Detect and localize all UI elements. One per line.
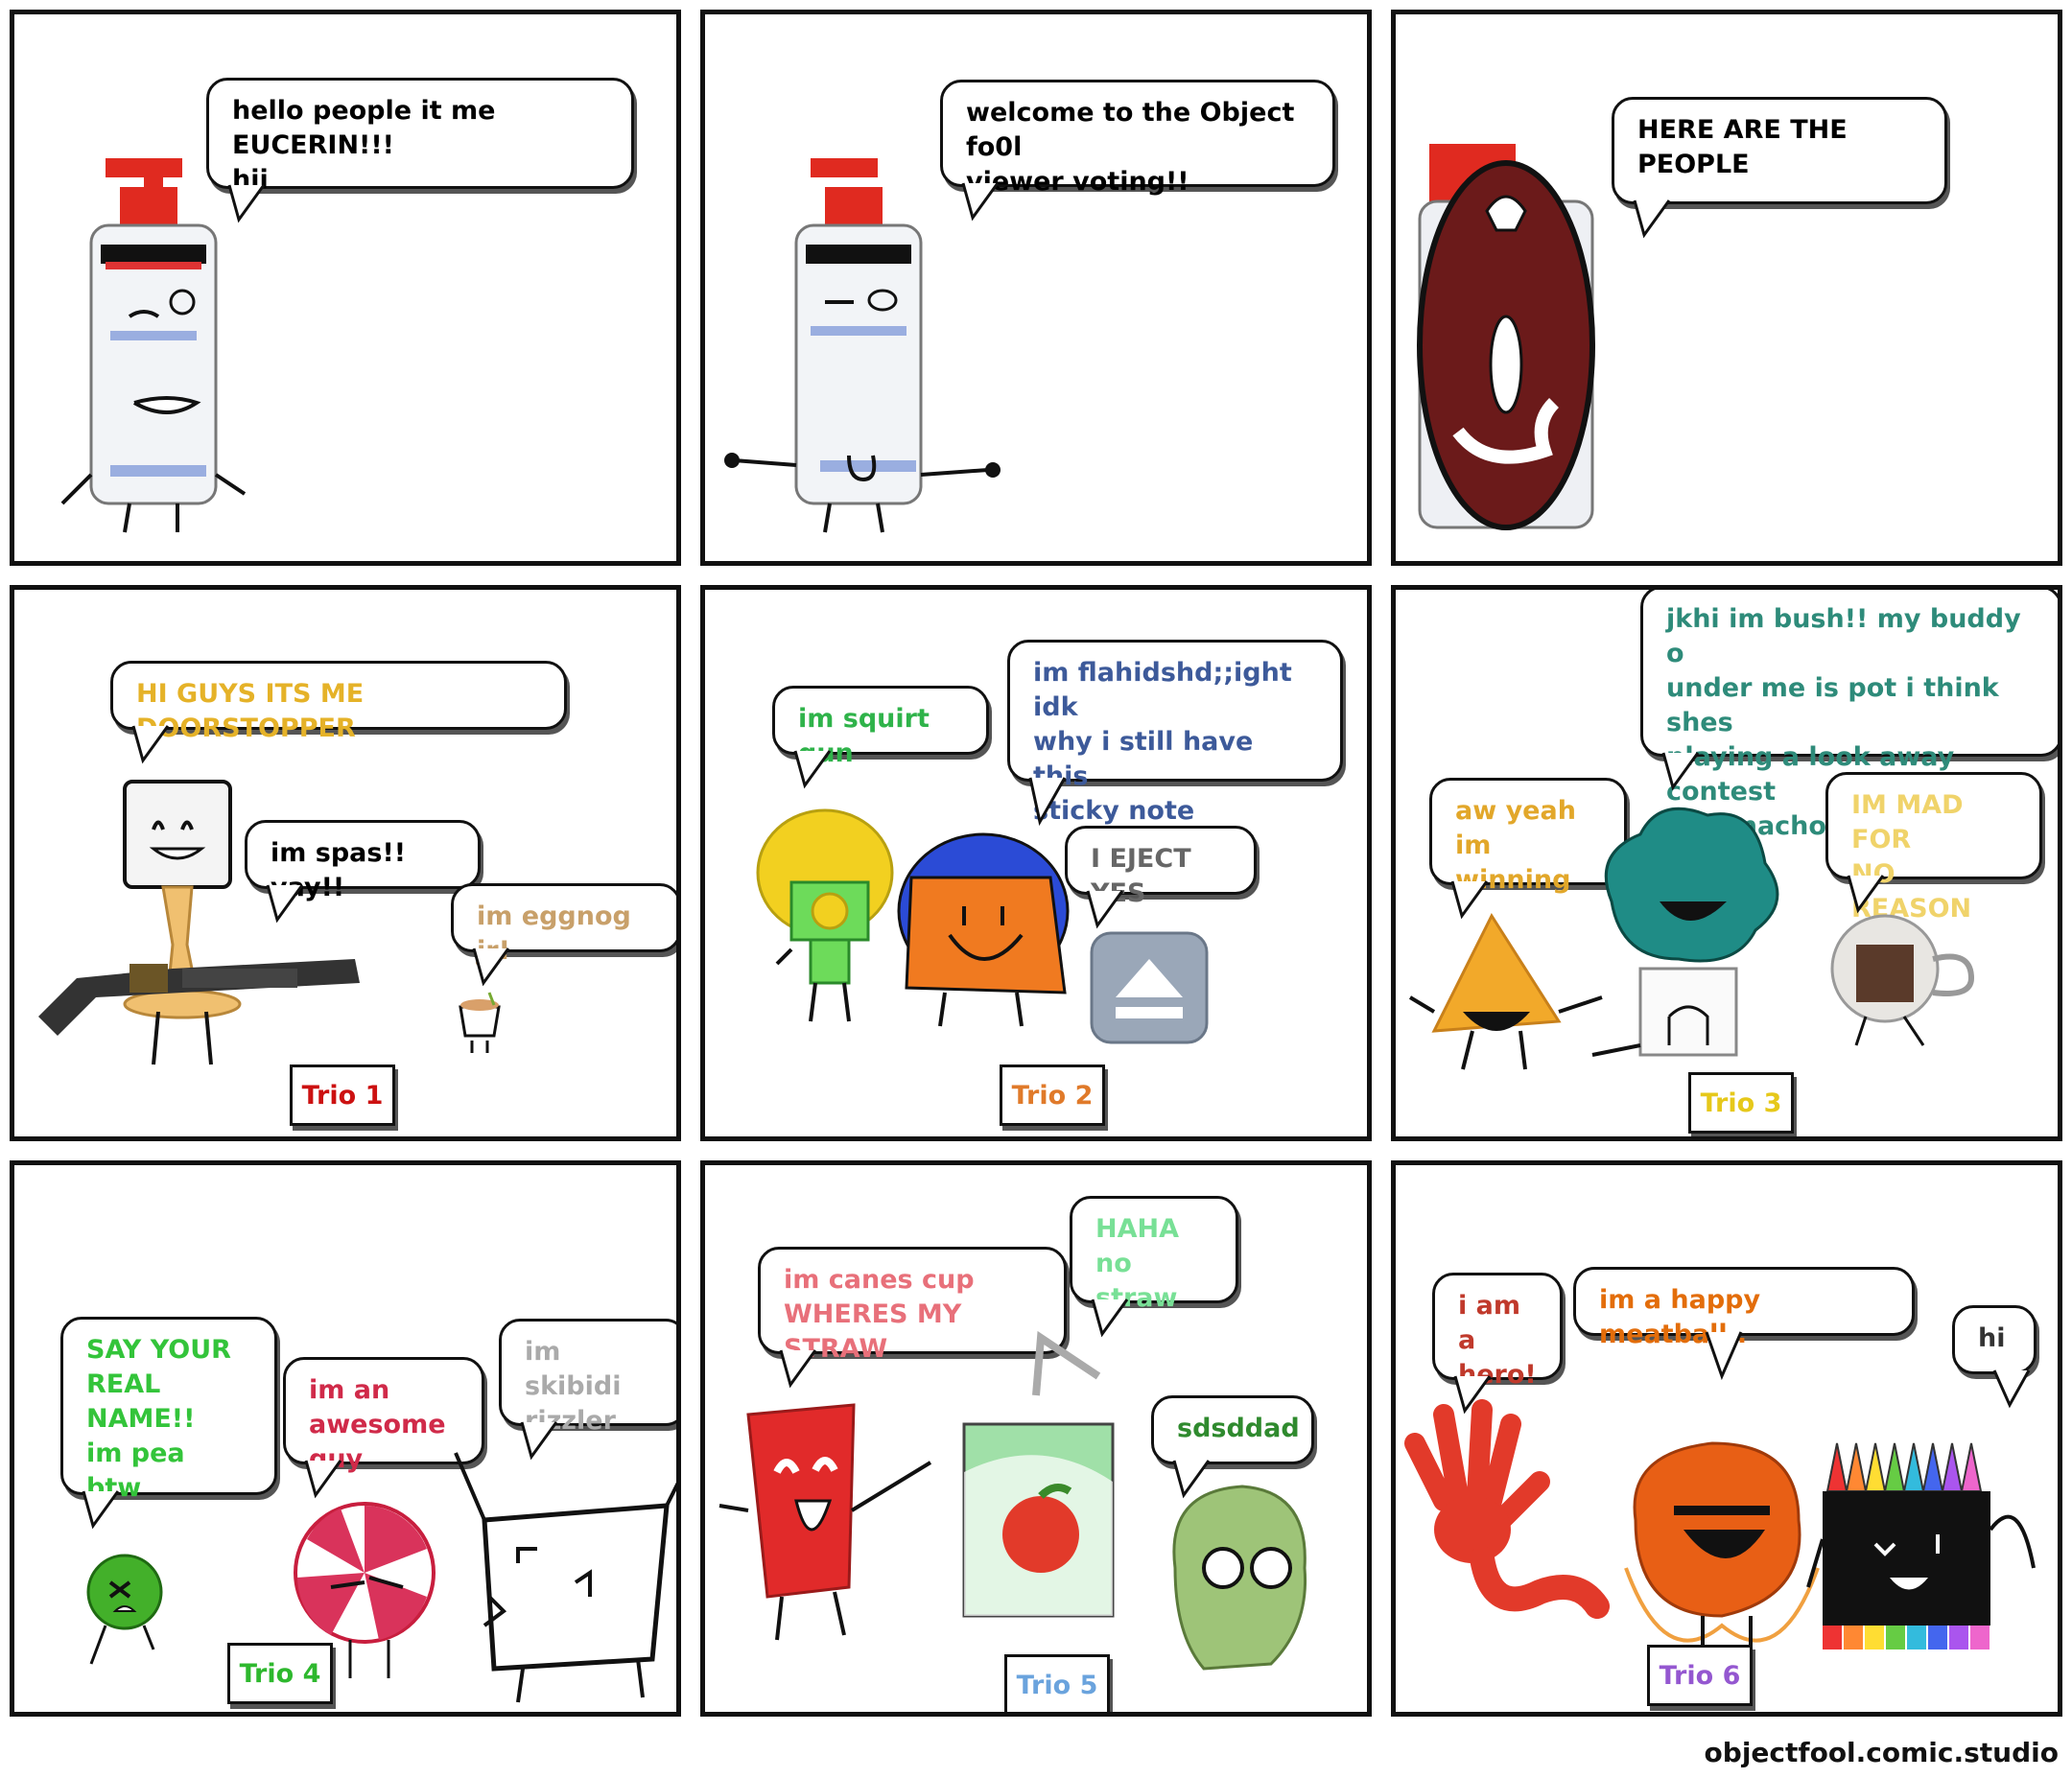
bubble-tail <box>227 184 266 223</box>
bubble-tail <box>1086 890 1124 929</box>
bubble-tail <box>1847 875 1885 914</box>
speech-bubble-coffee: IM MAD FOR NO REASON <box>1825 772 2042 924</box>
speech-bubble-eucerin-welcome: welcome to the Object fo0l viewer voting… <box>940 80 1335 197</box>
speech-bubble-crayons: hi <box>1952 1305 2037 1374</box>
trio-5-label: Trio 5 <box>1004 1654 1110 1712</box>
panel-trio-1: HI GUYS ITS ME DOORSTOPPER im spas!! yay… <box>10 585 681 1141</box>
panel-trio-3: jkhi im bush!! my buddy o under me is po… <box>1391 585 2062 1141</box>
speech-bubble-candy: im an awesome guy <box>283 1357 484 1474</box>
speech-bubble-eggnog: im eggnog jr! <box>451 883 676 966</box>
coffee-cup-icon <box>1830 914 1975 1046</box>
doorstopper-icon <box>123 780 242 1065</box>
bubble-tail <box>961 182 1000 222</box>
speech-bubble-sticky-note: im flahidshd;;ight idk why i still have … <box>1007 640 1343 826</box>
trio-6-label: Trio 6 <box>1647 1645 1753 1706</box>
eucerin-scream-icon <box>1417 144 1595 530</box>
speech-bubble-spas: im spas!! yay!! <box>245 820 481 902</box>
speech-bubble-hand: i am a hero! <box>1432 1273 1563 1390</box>
apple-juice-box-icon <box>962 1330 1115 1618</box>
trio-3-label: Trio 3 <box>1688 1072 1794 1134</box>
speech-bubble-cup: im canes cup WHERES MY STRAW <box>758 1247 1067 1364</box>
crayon-box-icon <box>1806 1442 2036 1649</box>
panel-3: HERE ARE THE PEOPLE <box>1391 10 2062 566</box>
speech-bubble-meatball: im a happy meatball.. <box>1573 1267 1915 1349</box>
shotgun-icon <box>38 959 360 1036</box>
bubble-tail <box>304 1460 342 1499</box>
pea-icon <box>86 1554 163 1665</box>
eject-icon <box>1090 931 1209 1044</box>
speech-bubble-doorstopper: HI GUYS ITS ME DOORSTOPPER <box>110 661 567 743</box>
speech-bubble-pea: SAY YOUR REAL NAME!! im pea btw <box>60 1317 277 1503</box>
zombie-head-icon <box>1172 1485 1307 1671</box>
soda-cup-icon <box>718 1403 932 1641</box>
bubble-tail <box>131 725 170 764</box>
bubble-tail <box>779 1349 817 1389</box>
bubble-tail <box>1633 199 1671 239</box>
bubble-tail <box>1091 1298 1129 1338</box>
speech-bubble-bush: jkhi im bush!! my buddy o under me is po… <box>1640 590 2058 841</box>
eucerin-bottle-icon <box>724 158 1001 533</box>
hand-icon <box>1404 1399 1610 1619</box>
meatball-icon <box>1624 1441 1820 1654</box>
bubble-tail <box>1028 777 1067 827</box>
bubble-tail <box>82 1490 120 1530</box>
bubble-tail <box>1450 880 1489 920</box>
speech-bubble-here-are-people: HERE ARE THE PEOPLE <box>1612 97 1947 204</box>
speech-bubble-juice: HAHA no straw <box>1070 1196 1238 1313</box>
bubble-tail <box>472 947 510 987</box>
trio-4-label: Trio 4 <box>227 1643 333 1704</box>
panel-trio-4: SAY YOUR REAL NAME!! im pea btw im an aw… <box>10 1160 681 1717</box>
bubble-tail <box>1172 1460 1211 1499</box>
skibidi-square-icon <box>454 1452 676 1703</box>
squirt-gun-icon <box>756 808 894 1022</box>
speech-bubble-zombie: sdsddad <box>1151 1395 1314 1464</box>
speech-bubble-nacho: aw yeah im winning <box>1429 778 1627 895</box>
speech-bubble-eject: I EJECT YES <box>1065 826 1257 908</box>
bubble-tail <box>793 750 832 789</box>
panel-trio-6: i am a hero! im a happy meatball.. hi Tr… <box>1391 1160 2062 1717</box>
bubble-tail <box>1992 1369 2031 1409</box>
panel-trio-2: im squirt gun im flahidshd;;ight idk why… <box>700 585 1372 1141</box>
bubble-tail <box>1453 1375 1492 1415</box>
trio-1-label: Trio 1 <box>290 1064 395 1126</box>
speech-bubble-skibidi: im skibidi rizzler <box>499 1319 676 1436</box>
bush-icon <box>1591 807 1779 1057</box>
bubble-tail <box>1705 1331 1743 1381</box>
bubble-tail <box>520 1421 558 1461</box>
trio-2-label: Trio 2 <box>1000 1064 1105 1126</box>
panel-trio-5: im canes cup WHERES MY STRAW HAHA no str… <box>700 1160 1372 1717</box>
eggnog-jr-icon <box>459 992 501 1053</box>
speech-bubble-eucerin: hello people it me EUCERIN!!! hii <box>206 78 634 195</box>
bubble-tail <box>266 884 304 924</box>
panel-2: welcome to the Object fo0l viewer voting… <box>700 10 1372 566</box>
bubble-tail <box>1661 752 1700 791</box>
peppermint-candy-icon <box>294 1502 436 1678</box>
eucerin-bottle-icon <box>60 158 247 533</box>
nacho-icon <box>1408 912 1603 1070</box>
panel-1: hello people it me EUCERIN!!! hii <box>10 10 681 566</box>
sticky-note-icon <box>897 832 1070 1027</box>
credit-text: objectfool.comic.studio <box>1704 1737 2059 1768</box>
speech-bubble-squirt-gun: im squirt gun <box>772 686 989 768</box>
